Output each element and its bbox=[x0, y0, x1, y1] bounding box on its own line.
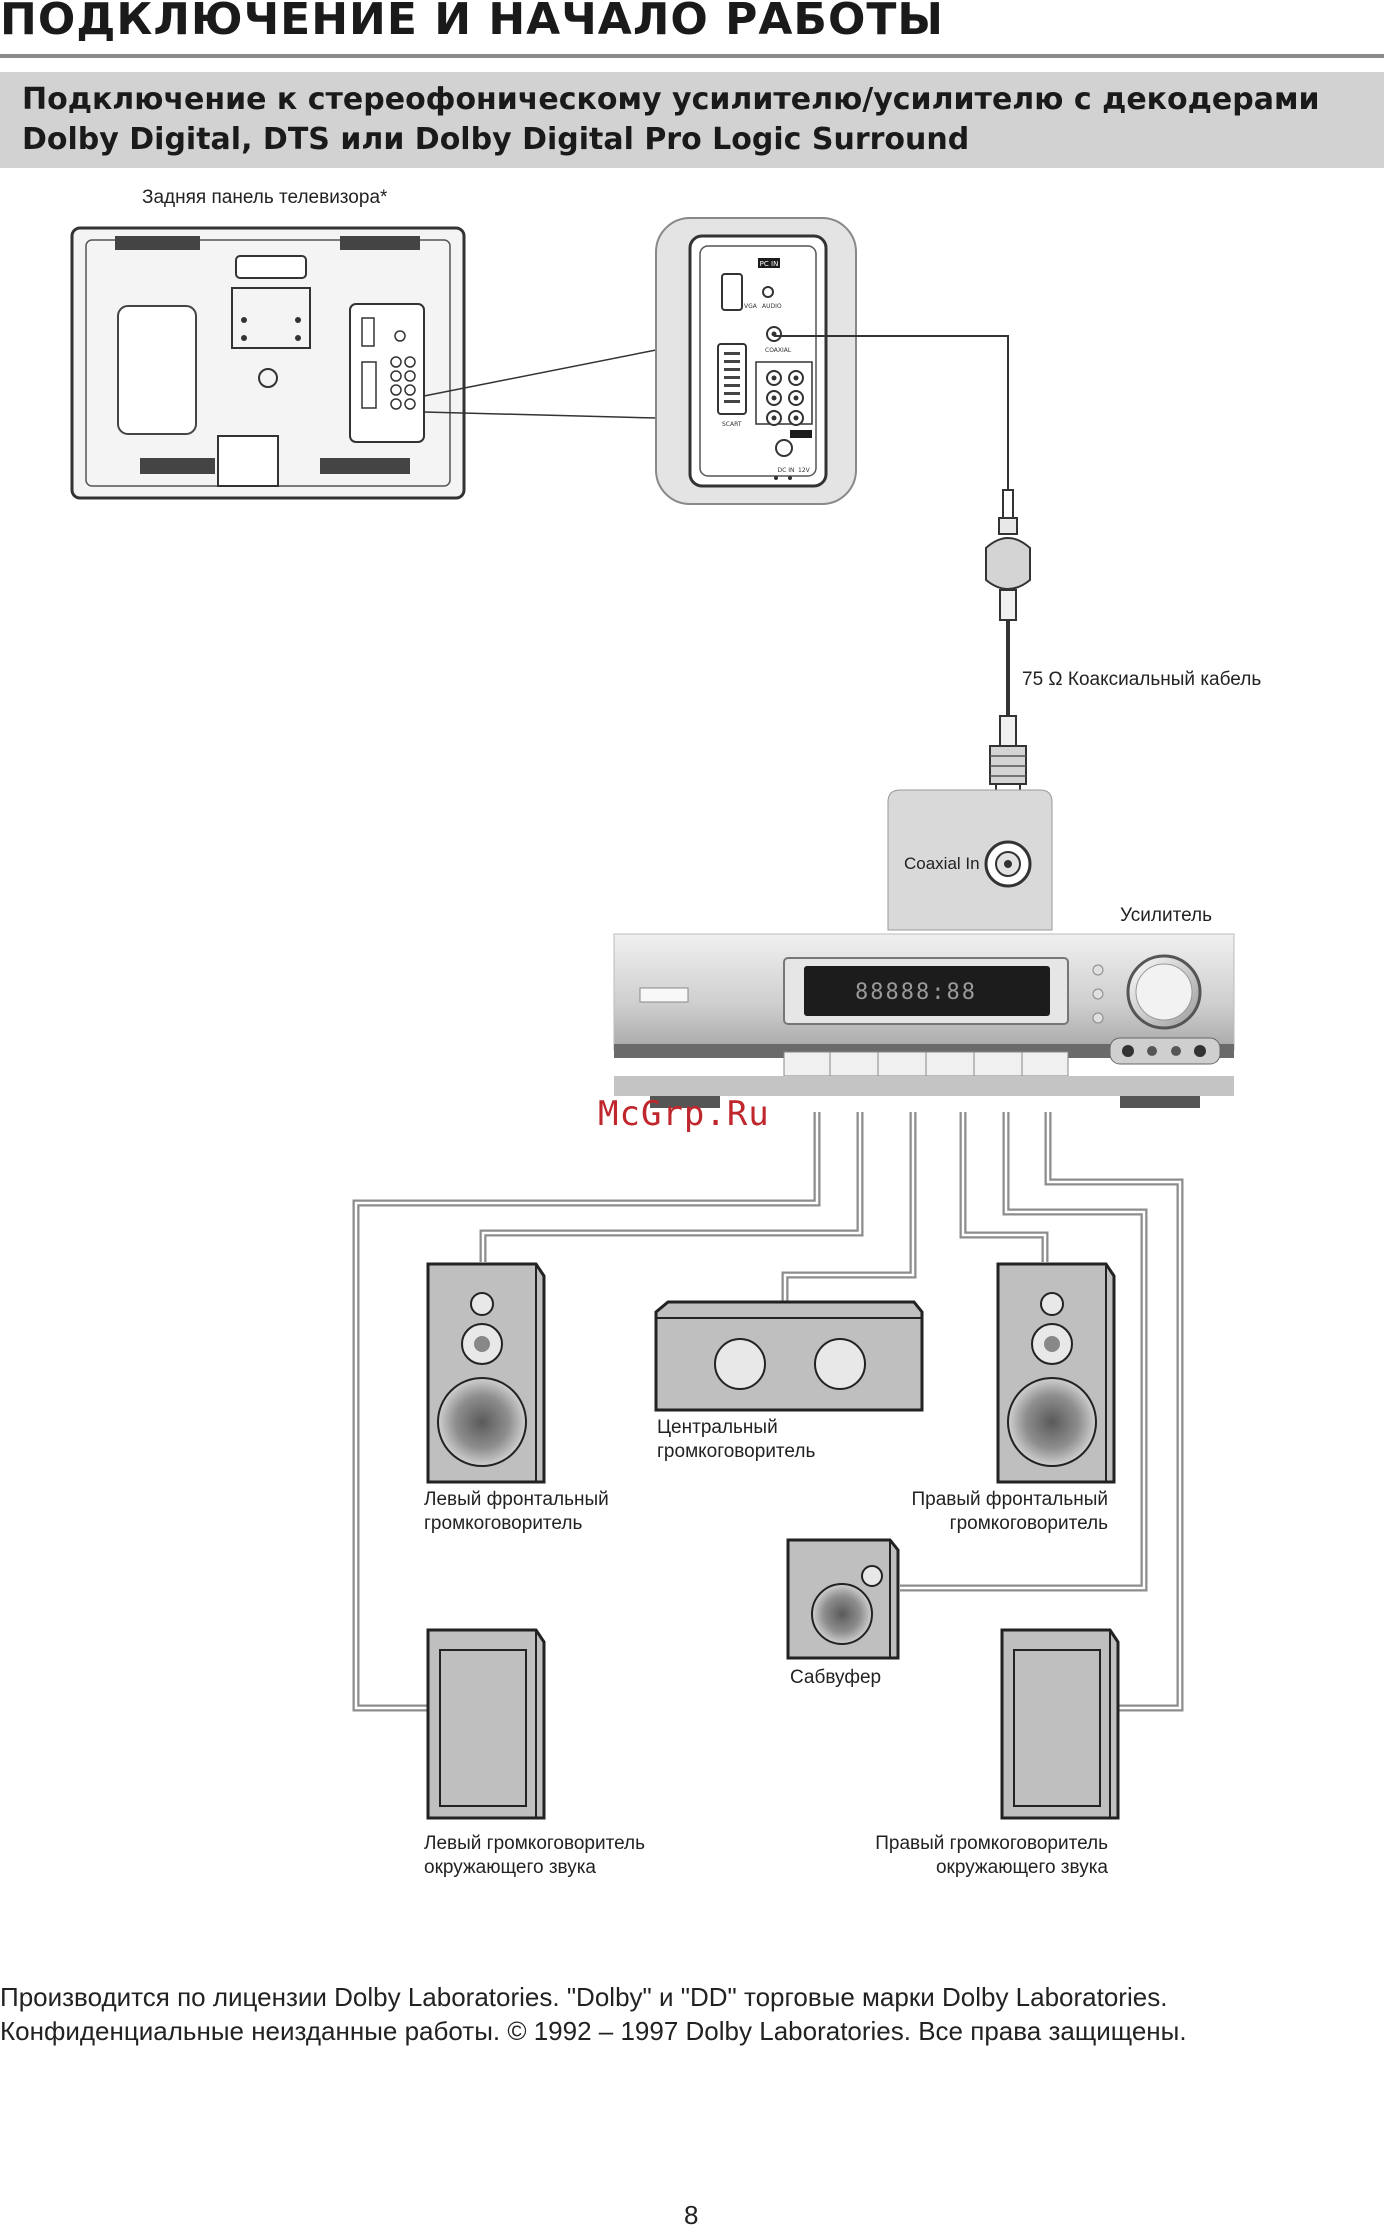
subtitle-bar bbox=[0, 72, 1384, 168]
panel-dc-text: DC IN bbox=[778, 467, 795, 474]
panel-vga-text: VGA bbox=[744, 303, 758, 310]
panel-dc-volt-text: 12V bbox=[798, 467, 811, 474]
left-front-label-line2: громкоговоритель bbox=[424, 1513, 583, 1534]
left-surround-label-line1: Левый громкоговоритель bbox=[424, 1833, 646, 1854]
right-surround-label-line2: окружающего звука bbox=[935, 1857, 1108, 1878]
panel-scart-text: SCART bbox=[722, 421, 742, 428]
amplifier-label: Усилитель bbox=[1120, 905, 1213, 926]
section-subtitle: Подключение к стереофоническому усилител… bbox=[22, 80, 1320, 160]
center-speaker-label-line2: громкоговоритель bbox=[657, 1441, 816, 1462]
coaxial-in-socket bbox=[887, 789, 1053, 931]
panel-pc-in-text: PC IN bbox=[760, 260, 779, 268]
footer-line-2: Конфиденциальные неизданные работы. © 19… bbox=[0, 2016, 1187, 2046]
right-front-label: Правый фронтальный громкоговоритель bbox=[880, 1488, 1109, 1536]
title-rule bbox=[0, 54, 1384, 58]
right-front-label-line2: громкоговоритель bbox=[949, 1513, 1108, 1534]
subwoofer-label: Сабвуфер bbox=[790, 1667, 882, 1688]
subtitle-line-1: Подключение к стереофоническому усилител… bbox=[22, 82, 1320, 117]
panel-audio-text: AUDIO bbox=[762, 303, 782, 310]
center-speaker-label: Центральный громкоговоритель bbox=[657, 1416, 815, 1464]
subwoofer bbox=[786, 1538, 900, 1660]
right-front-speaker bbox=[996, 1262, 1116, 1484]
speaker-wires-core bbox=[354, 1112, 1182, 1710]
right-front-label-line1: Правый фронтальный bbox=[911, 1489, 1109, 1510]
right-surround-speaker bbox=[1000, 1628, 1120, 1820]
watermark: McGrp.Ru bbox=[598, 1094, 770, 1134]
subtitle-line-2: Dolby Digital, DTS или Dolby Digital Pro… bbox=[22, 122, 970, 157]
footer-line-1: Производится по лицензии Dolby Laborator… bbox=[0, 1982, 1168, 2012]
left-front-label: Левый фронтальный громкоговоритель bbox=[424, 1488, 609, 1536]
footer-license-text: Производится по лицензии Dolby Laborator… bbox=[0, 1980, 1187, 2048]
coaxial-in-label: Coaxial In bbox=[904, 854, 980, 873]
right-surround-label-line1: Правый громкоговоритель bbox=[875, 1833, 1108, 1854]
amplifier: 88888:88 bbox=[613, 933, 1235, 1108]
center-speaker bbox=[654, 1300, 924, 1412]
left-surround-speaker bbox=[426, 1628, 546, 1820]
cable-label: 75 Ω Коаксиальный кабель bbox=[1022, 669, 1262, 690]
center-speaker-label-line1: Центральный bbox=[657, 1417, 778, 1438]
right-surround-label: Правый громкоговоритель окружающего звук… bbox=[840, 1832, 1108, 1880]
left-surround-label: Левый громкоговоритель окружающего звука bbox=[424, 1832, 645, 1880]
panel-coaxial-text: COAXIAL bbox=[765, 347, 792, 354]
tv-back-label: Задняя панель телевизора* bbox=[142, 187, 388, 208]
left-front-label-line1: Левый фронтальный bbox=[424, 1489, 609, 1510]
page-title: ПОДКЛЮЧЕНИЕ И НАЧАЛО РАБОТЫ bbox=[0, 0, 944, 45]
left-front-speaker bbox=[426, 1262, 546, 1484]
left-surround-label-line2: окружающего звука bbox=[424, 1857, 597, 1878]
tv-connector-panel-zoom: PC IN VGA AUDIO COAXIAL SCART DC IN bbox=[655, 217, 857, 505]
tv-back-panel bbox=[70, 226, 657, 500]
page-number: 8 bbox=[684, 2200, 699, 2230]
amp-display-text: 88888:88 bbox=[855, 980, 977, 1005]
coaxial-wire-top bbox=[774, 335, 1009, 494]
